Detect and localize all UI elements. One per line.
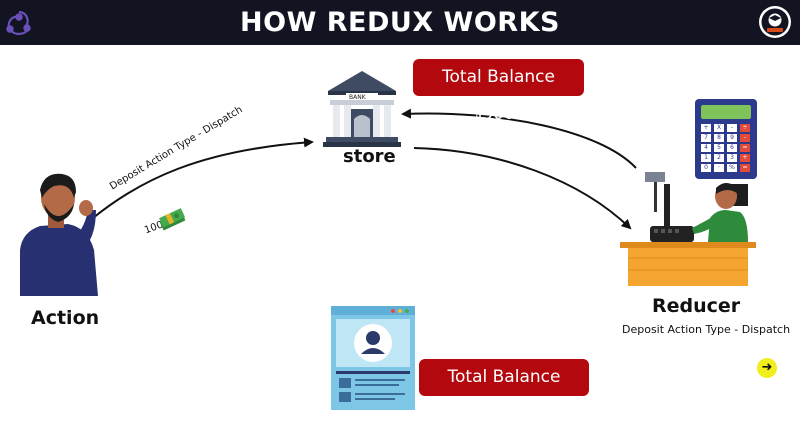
store-to-reducer-arrow xyxy=(413,147,632,230)
reducer-cashier-icon xyxy=(620,172,756,286)
next-slide-button[interactable]: ➜ xyxy=(757,358,777,378)
calculator-key: = xyxy=(740,164,750,172)
calculator-key: · xyxy=(714,164,724,172)
view-profile-card-icon xyxy=(331,306,415,410)
action-person-icon xyxy=(20,173,98,296)
reducer-to-store-arrow xyxy=(401,108,637,169)
calculator-key: 2 xyxy=(714,154,724,162)
header-bar xyxy=(0,0,800,45)
calculator-key: + xyxy=(701,124,711,132)
calculator-key: 6 xyxy=(727,144,737,152)
bank-building-icon xyxy=(323,71,401,147)
calculator-key: 8 xyxy=(714,134,724,142)
action-label: Action xyxy=(31,307,100,329)
calculator-key: 9 xyxy=(727,134,737,142)
calculator-key: 7 xyxy=(701,134,711,142)
page-title: HOW REDUX WORKS xyxy=(240,7,560,38)
calculator-key: + xyxy=(740,154,750,162)
calculator-key: ÷ xyxy=(740,124,750,132)
channel-logo-icon xyxy=(759,6,791,38)
calculator-key: 1 xyxy=(701,154,711,162)
calculator-key: - xyxy=(727,124,737,132)
calculator-key: 3 xyxy=(727,154,737,162)
redux-logo-icon xyxy=(6,10,31,35)
bank-sign-text: BANK xyxy=(349,94,366,101)
calculator-key: 0 xyxy=(701,164,711,172)
arrow-right-icon: ➜ xyxy=(761,360,773,375)
calculator-key: - xyxy=(740,134,750,142)
calculator-key: = xyxy=(740,144,750,152)
calculator-key: % xyxy=(727,164,737,172)
reducer-label: Reducer xyxy=(652,295,741,317)
calculator-key: 4 xyxy=(701,144,711,152)
reducer-subtitle: Deposit Action Type - Dispatch xyxy=(622,323,791,336)
calculator-key: 5 xyxy=(714,144,724,152)
calculator-key: X xyxy=(714,124,724,132)
store-label: store xyxy=(343,146,396,167)
view-balance-badge: Total Balance $5000 xyxy=(419,359,589,424)
store-balance-badge: Total Balance $5000 xyxy=(413,59,584,124)
flow-arrows xyxy=(92,108,637,230)
action-to-store-arrow xyxy=(92,137,314,219)
money-stack-icon xyxy=(159,208,186,231)
